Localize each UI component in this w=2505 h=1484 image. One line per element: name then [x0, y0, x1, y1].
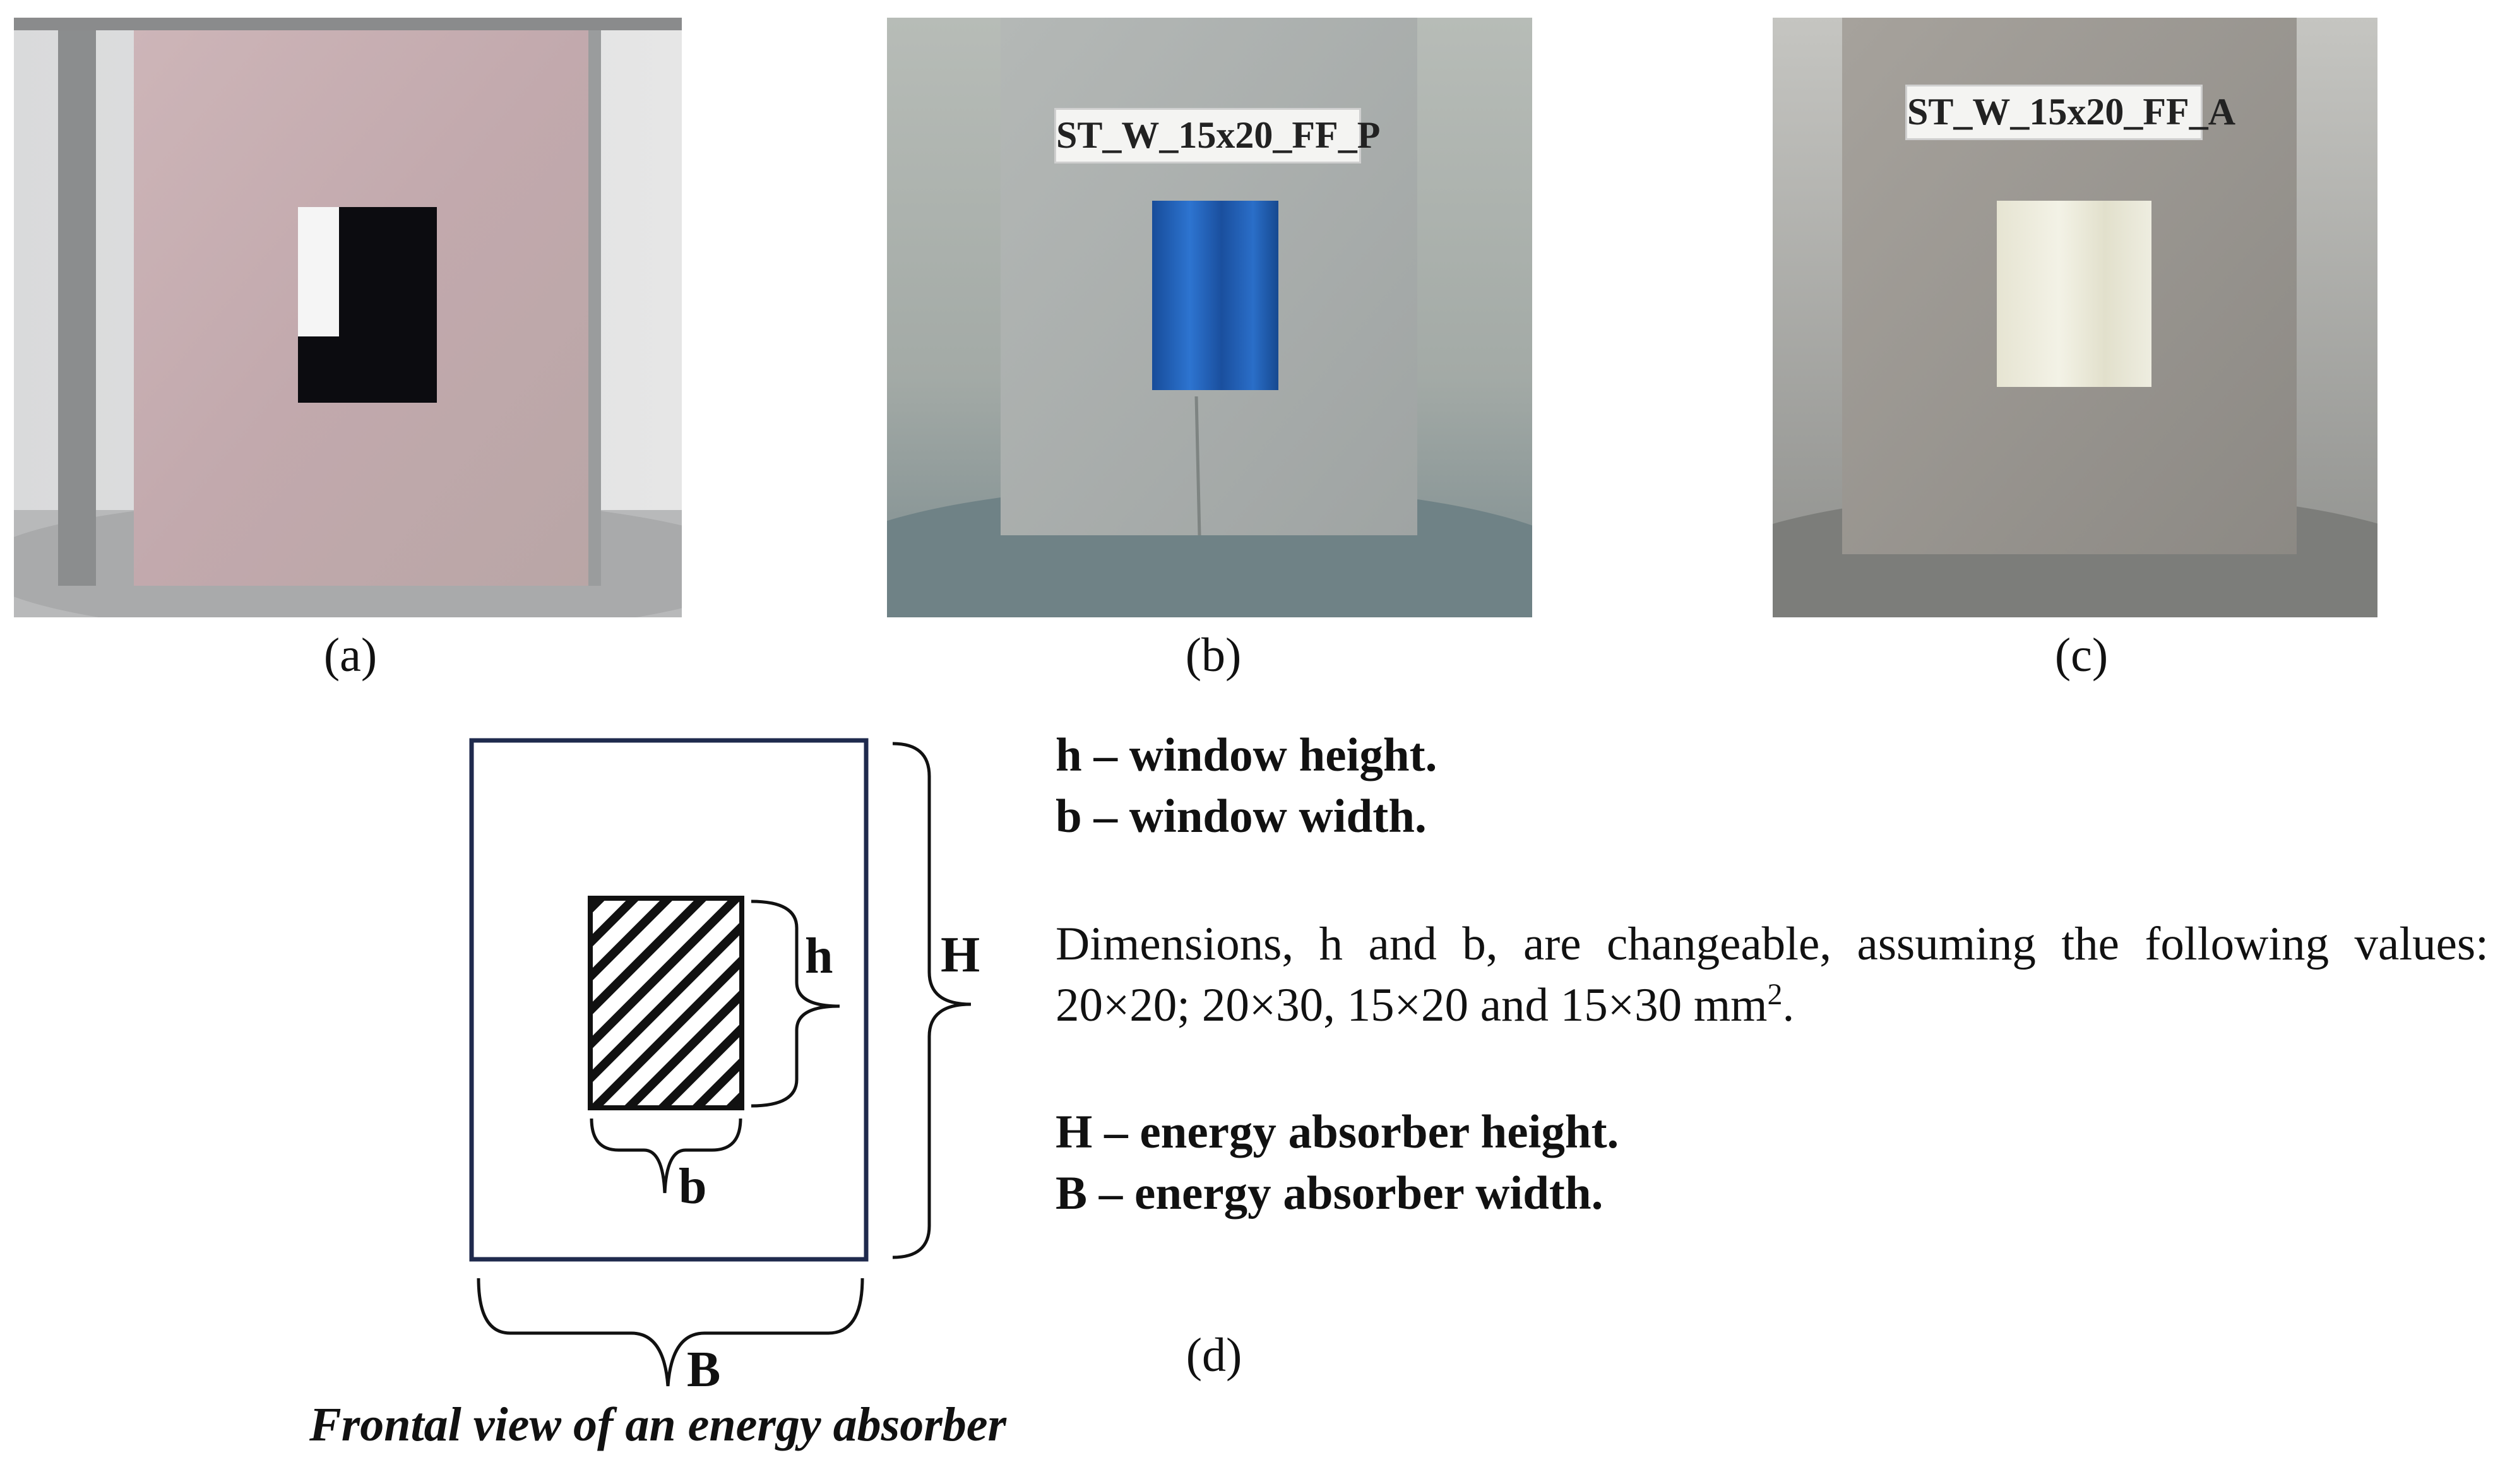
legend-dimensions: Dimensions, h and b, are changeable, ass… — [1056, 913, 2489, 1036]
dimensions-note: Dimensions, h and b, are changeable, ass… — [1056, 918, 2489, 1031]
H-definition: H – energy absorber height. — [1056, 1106, 1619, 1158]
H-brace — [892, 742, 972, 1259]
photo-c: ST_W_15x20_FF_A — [1773, 18, 2377, 617]
absorber-outline — [469, 738, 869, 1262]
photo-b: ST_W_15x20_FF_P — [887, 18, 1532, 617]
B-brace — [477, 1278, 864, 1387]
legend-h: h – window height. b – window width. — [1056, 725, 2489, 847]
H-label: H — [941, 927, 980, 983]
window-hatched — [588, 896, 744, 1110]
B-definition: B – energy absorber width. — [1056, 1167, 1604, 1220]
photo-a — [14, 18, 682, 617]
caption-c: (c) — [2054, 629, 2109, 682]
caption-a: (a) — [323, 629, 378, 682]
b-brace — [590, 1118, 742, 1194]
b-label: b — [679, 1159, 707, 1214]
legend-H: H – energy absorber height. B – energy a… — [1056, 1101, 2489, 1224]
B-label: B — [687, 1342, 721, 1398]
h-brace — [751, 899, 840, 1108]
caption-b: (b) — [1185, 629, 1242, 682]
caption-d: (d) — [1186, 1329, 1242, 1382]
specimen-label-c: ST_W_15x20_FF_A — [1905, 85, 2235, 140]
diagram-title: Frontal view of an energy absorber — [309, 1398, 1007, 1451]
h-definition: h – window height. — [1056, 729, 1437, 781]
specimen-label-b: ST_W_15x20_FF_P — [1054, 108, 1380, 163]
h-label: h — [805, 929, 833, 984]
b-definition: b – window width. — [1056, 790, 1427, 843]
